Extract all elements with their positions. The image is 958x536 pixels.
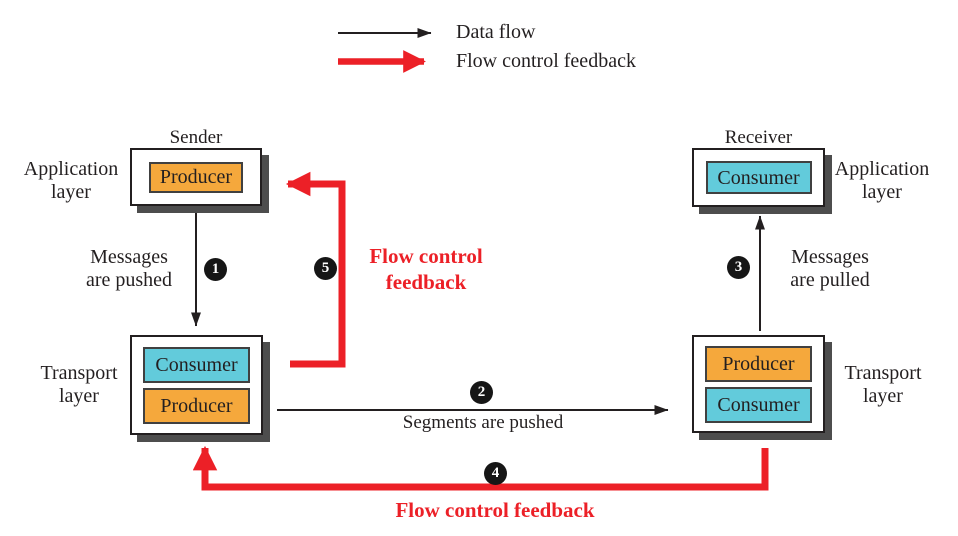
sender-title: Sender: [169, 127, 223, 148]
step3-badge: 3: [727, 256, 750, 279]
receiver-transport-consumer-box: Consumer: [705, 386, 812, 423]
step2-label: Segments are pushed: [402, 412, 564, 433]
sender-transport-producer-box: Producer: [143, 387, 250, 424]
sender-app-producer-box: Producer: [149, 161, 243, 193]
step2-badge: 2: [470, 381, 493, 404]
step4-badge: 4: [484, 462, 507, 485]
step5-label: Flow control feedback: [369, 244, 483, 294]
step1-badge: 1: [204, 258, 227, 281]
sender-transport-layer-label: Transport layer: [40, 362, 118, 407]
sender-application-layer-label: Application layer: [23, 158, 119, 203]
legend-flow-control-label: Flow control feedback: [456, 50, 636, 72]
step1-label: Messages are pushed: [85, 246, 173, 291]
receiver-application-box: Consumer: [692, 148, 825, 207]
sender-transport-box: Consumer Producer: [130, 335, 263, 435]
step3-label: Messages are pulled: [790, 246, 870, 291]
sender-application-box: Producer: [130, 148, 262, 206]
receiver-transport-box: Producer Consumer: [692, 335, 825, 433]
step5-badge: 5: [314, 257, 337, 280]
sender-transport-consumer-box: Consumer: [143, 346, 250, 383]
receiver-app-consumer-box: Consumer: [705, 161, 812, 194]
receiver-application-layer-label: Application layer: [834, 158, 930, 203]
step4-label: Flow control feedback: [395, 498, 595, 522]
receiver-transport-layer-label: Transport layer: [844, 362, 922, 407]
legend-data-flow-label: Data flow: [456, 21, 536, 43]
receiver-transport-producer-box: Producer: [705, 345, 812, 382]
receiver-title: Receiver: [724, 127, 793, 148]
